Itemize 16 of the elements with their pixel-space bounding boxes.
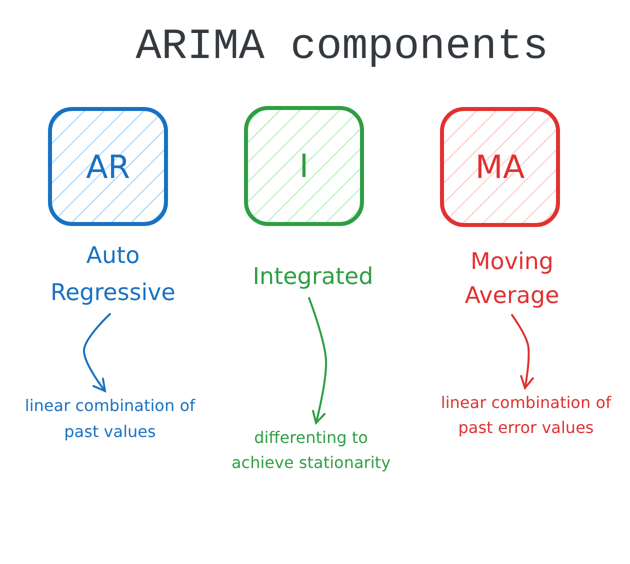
box-label: AR xyxy=(86,148,130,186)
component-name: Auto Regressive xyxy=(38,238,188,312)
component-name: Integrated xyxy=(228,259,398,296)
component-box xyxy=(244,106,364,226)
component-name: Moving Average xyxy=(442,245,582,313)
box-label: I xyxy=(299,147,309,185)
arrow xyxy=(308,297,328,424)
description-text: differenting to achieve stationarity xyxy=(222,425,400,475)
arrow xyxy=(83,313,111,392)
component-box xyxy=(440,107,560,227)
component-box xyxy=(48,107,168,226)
box-label: MA xyxy=(475,148,525,186)
description-text: linear combination of past values xyxy=(12,393,208,445)
description-text: linear combination of past error values xyxy=(428,390,624,440)
arrow xyxy=(511,314,534,389)
title: ARIMA components xyxy=(136,22,548,72)
